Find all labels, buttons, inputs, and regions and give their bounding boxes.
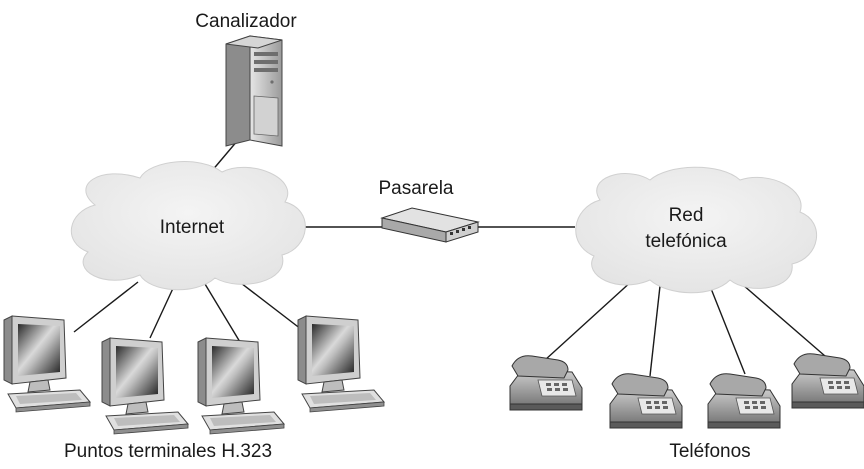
internet-cloud: [70, 161, 306, 291]
terminal-computer-icon-4: [297, 315, 385, 413]
link-internet-terminal-3: [204, 283, 241, 343]
link-network-phone-3: [709, 285, 746, 375]
phone-network-label-line2: telefónica: [645, 231, 727, 252]
link-network-phone-2: [649, 285, 661, 377]
phones-label: Teléfonos: [669, 441, 750, 462]
terminal-computer-icon-2: [101, 337, 189, 435]
link-internet-terminal-2: [149, 283, 176, 339]
phone-network-label-line1: Red: [669, 205, 704, 226]
internet-label: Internet: [160, 217, 225, 238]
link-internet-terminal-1: [73, 281, 139, 333]
link-network-phone-1: [544, 279, 634, 361]
telephone-icon-2: [609, 373, 683, 429]
link-network-phone-4: [734, 277, 826, 357]
telephone-icon-1: [509, 355, 583, 411]
terminals-label: Puntos terminales H.323: [64, 441, 272, 462]
telephone-icon-3: [707, 373, 781, 429]
connection-lines: [73, 139, 826, 377]
gatekeeper-server-icon: [225, 35, 283, 147]
gateway-device-icon: [380, 207, 480, 243]
gateway-label: Pasarela: [379, 178, 454, 199]
gatekeeper-label: Canalizador: [195, 11, 297, 32]
phone-network-cloud: [575, 166, 817, 294]
telephone-icon-4: [791, 353, 864, 409]
terminal-computer-icon-3: [197, 337, 285, 435]
